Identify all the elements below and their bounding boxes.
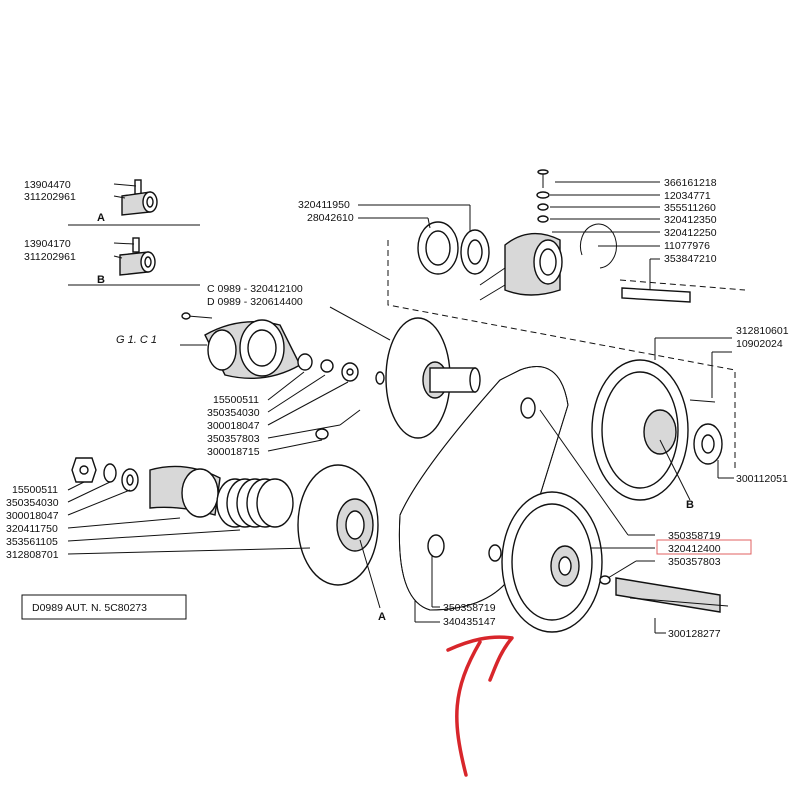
- red-arrow-annotation: [446, 635, 514, 777]
- callout-320412250: 320412250: [664, 227, 717, 239]
- callout-12034771: 12034771: [664, 190, 711, 202]
- variant-housing-group: [181, 312, 359, 382]
- driver-pulley-group: [375, 317, 481, 439]
- reference-box: [21, 594, 187, 620]
- callout-300018047-a: 300018047: [207, 420, 260, 432]
- callout-320411750: 320411750: [6, 523, 58, 535]
- callout-350358719-a: 350358719: [668, 530, 721, 542]
- clutch-pulley-group: [488, 491, 729, 633]
- callout-c0989-320412100: C 0989 - 320412100: [207, 283, 303, 295]
- callout-355511260: 355511260: [664, 202, 716, 214]
- callout-d0989-320614400: D 0989 - 320614400: [207, 296, 303, 308]
- callout-350358719-b: 350358719: [443, 602, 496, 614]
- callout-353847210: 353847210: [664, 253, 717, 265]
- driven-pulley-half-group: [297, 464, 379, 586]
- variant-label-g1c1: G 1. C 1: [116, 334, 157, 346]
- callout-340435147: 340435147: [443, 616, 496, 628]
- marker-label-a: A: [378, 611, 386, 623]
- drive-belt: [398, 366, 569, 611]
- callout-312810601: 312810601: [736, 325, 789, 337]
- section-label-a: A: [97, 212, 105, 224]
- section-label-b: B: [97, 274, 105, 286]
- callout-311202961-b: 311202961: [24, 251, 76, 263]
- callout-11077976: 11077976: [664, 240, 710, 252]
- rear-pulley-b-group: [591, 359, 723, 501]
- marker-label-b: B: [686, 499, 694, 511]
- callout-10902024: 10902024: [736, 338, 783, 350]
- callout-312808701: 312808701: [6, 549, 59, 561]
- bushing-a-group: [68, 179, 200, 226]
- callout-15500511-b: 15500511: [12, 484, 58, 496]
- callout-13904470: 13904470: [24, 179, 71, 191]
- callout-300018047-b: 300018047: [6, 510, 59, 522]
- highlight-box: [656, 539, 752, 555]
- callout-13904170: 13904170: [24, 238, 71, 250]
- callout-350357803-b: 350357803: [668, 556, 721, 568]
- callout-320411950: 320411950: [298, 199, 350, 211]
- pins-group: [315, 409, 361, 440]
- callout-320412350: 320412350: [664, 214, 717, 226]
- hub-assembly-group: [479, 169, 691, 303]
- callout-353561105: 353561105: [6, 536, 58, 548]
- callout-300128277: 300128277: [668, 628, 721, 640]
- callout-300112051: 300112051: [736, 473, 788, 485]
- spring-pack-group: [71, 457, 294, 528]
- callout-300018715: 300018715: [207, 446, 260, 458]
- callout-311202961-a: 311202961: [24, 191, 76, 203]
- callout-350354030-b: 350354030: [6, 497, 59, 509]
- callout-320412400: 320412400: [668, 543, 721, 555]
- callout-28042610: 28042610: [307, 212, 354, 224]
- callout-350354030-a: 350354030: [207, 407, 260, 419]
- callout-15500511-a: 15500511: [213, 394, 259, 406]
- callout-366161218: 366161218: [664, 177, 717, 189]
- bushing-b-group: [68, 237, 200, 286]
- callout-350357803-a: 350357803: [207, 433, 260, 445]
- reference-text: D0989 AUT. N. 5C80273: [32, 602, 147, 614]
